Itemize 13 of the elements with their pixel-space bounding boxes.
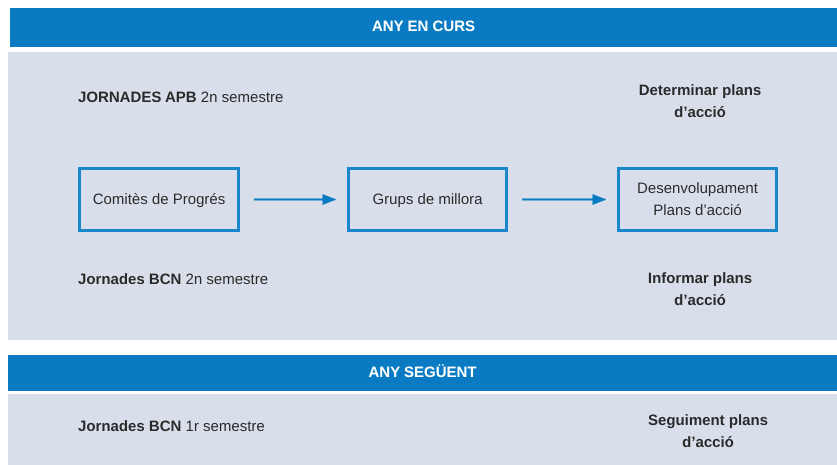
- event-label: Jornades BCN 1r semestre: [78, 417, 266, 437]
- section-header: ANY SEGÜENT: [8, 355, 837, 391]
- arrow: [522, 194, 606, 206]
- process-box: Grups de millora: [347, 167, 508, 232]
- action-label: Informar plans d’acció: [646, 269, 754, 311]
- action-label: Seguiment plans d’acció: [646, 411, 770, 453]
- arrow: [254, 194, 336, 206]
- process-box: Desenvolupament Plans d’acció: [617, 167, 778, 232]
- event-label: JORNADES APB 2n semestre: [78, 88, 284, 108]
- section-header: ANY EN CURS: [10, 8, 837, 47]
- action-label: Determinar plans d’acció: [638, 81, 762, 123]
- process-box: Comitès de Progrés: [78, 167, 240, 232]
- event-label: Jornades BCN 2n semestre: [78, 270, 270, 290]
